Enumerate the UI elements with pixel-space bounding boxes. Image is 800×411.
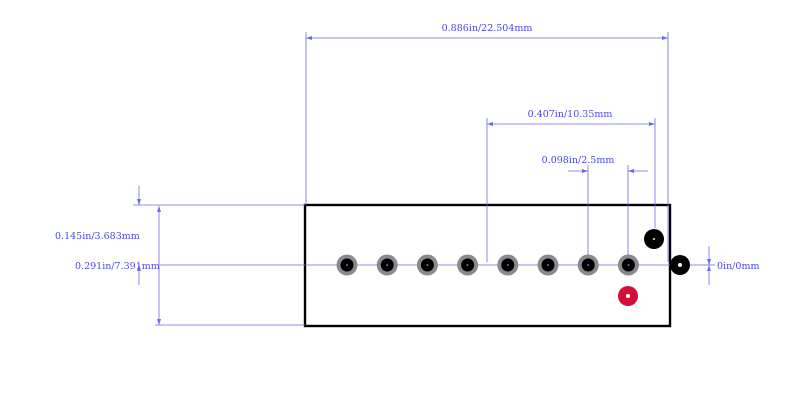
body-height-label: 0.291in/7.391mm	[75, 261, 160, 272]
body-height-dimension: 0.291in/7.391mm	[75, 206, 305, 326]
zero-offset-label: 0in/0mm	[717, 261, 759, 272]
zero-offset-dimension: 0in/0mm	[703, 246, 759, 285]
pin-pad	[376, 254, 398, 276]
overall-width-dimension: 0.886in/22.504mm	[305, 23, 669, 262]
pin-pad	[497, 254, 519, 276]
pin-pad	[577, 254, 599, 276]
standoff-label: 0.145in/3.683mm	[55, 231, 140, 242]
mount-hole-top	[644, 229, 664, 249]
pin-pitch-label: 0.098in/2.5mm	[542, 155, 615, 166]
pin1-marker	[618, 286, 638, 306]
pin-pads	[336, 254, 639, 276]
overall-width-label: 0.886in/22.504mm	[442, 23, 533, 34]
pin-pad	[537, 254, 559, 276]
pin-pitch-dimension: 0.098in/2.5mm	[542, 155, 648, 258]
pin-pad	[457, 254, 479, 276]
component-body-outline	[303, 203, 672, 328]
pin-pad	[416, 254, 438, 276]
pin-pad	[617, 254, 639, 276]
pin-pad	[336, 254, 358, 276]
standoff-dimension: 0.145in/3.683mm	[55, 186, 305, 285]
mount-hole-right	[670, 255, 690, 275]
pin-span-label: 0.407in/10.35mm	[528, 109, 613, 120]
pin-span-dimension: 0.407in/10.35mm	[486, 109, 656, 262]
